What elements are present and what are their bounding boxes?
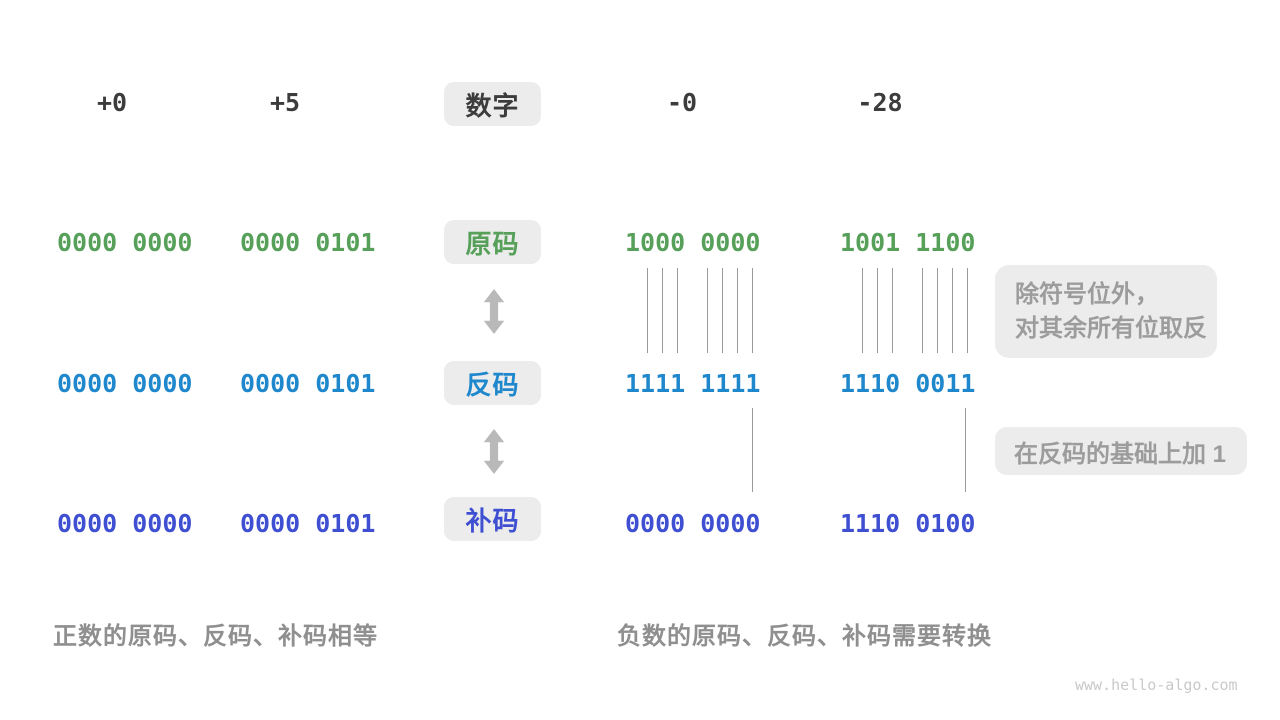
label-twos-complement: 补码 bbox=[444, 497, 541, 541]
sign-magnitude-of-plus-5: 0000 0101 bbox=[240, 228, 376, 257]
bit-connector-line bbox=[662, 268, 663, 353]
lsb-connector-line bbox=[752, 408, 753, 492]
ones-complement-of-plus-5: 0000 0101 bbox=[240, 369, 376, 398]
decimal-value-minus-28: -28 bbox=[857, 88, 903, 117]
positive-numbers-caption: 正数的原码、反码、补码相等 bbox=[53, 623, 378, 650]
decimal-value-plus-5: +5 bbox=[269, 88, 301, 117]
bit-connector-line bbox=[877, 268, 878, 353]
twos-complement-of-minus-0: 0000 0000 bbox=[625, 509, 761, 538]
twos-complement-of-plus-5: 0000 0101 bbox=[240, 509, 376, 538]
lsb-connector-line bbox=[965, 408, 966, 492]
negative-numbers-caption: 负数的原码、反码、补码需要转换 bbox=[617, 623, 992, 650]
bit-connector-line bbox=[952, 268, 953, 353]
bit-connector-line bbox=[862, 268, 863, 353]
twos-complement-of-minus-28: 1110 0100 bbox=[840, 509, 976, 538]
bit-connector-line bbox=[707, 268, 708, 353]
bit-connector-line bbox=[892, 268, 893, 353]
bit-connector-line bbox=[677, 268, 678, 353]
sign-magnitude-of-minus-28: 1001 1100 bbox=[840, 228, 976, 257]
label-ones-complement: 反码 bbox=[444, 361, 541, 405]
bit-connector-line bbox=[647, 268, 648, 353]
label-sign-magnitude: 原码 bbox=[444, 220, 541, 264]
twos-complement-of-plus-0: 0000 0000 bbox=[57, 509, 193, 538]
invert-bits-annotation-line2: 对其余所有位取反 bbox=[1015, 314, 1207, 342]
invert-bits-annotation-line1: 除符号位外， bbox=[1015, 280, 1159, 308]
add-one-annotation: 在反码的基础上加 1 bbox=[995, 427, 1247, 475]
bit-connector-line bbox=[937, 268, 938, 353]
bit-connector-line bbox=[752, 268, 753, 353]
double-arrow-icon bbox=[483, 289, 505, 334]
watermark: www.hello-algo.com bbox=[1075, 676, 1238, 694]
double-arrow-icon bbox=[483, 429, 505, 474]
sign-magnitude-of-plus-0: 0000 0000 bbox=[57, 228, 193, 257]
invert-bits-annotation: 除符号位外， 对其余所有位取反 bbox=[995, 265, 1217, 358]
decimal-value-plus-0: +0 bbox=[96, 88, 128, 117]
decimal-value-minus-0: -0 bbox=[666, 88, 698, 117]
bit-connector-line bbox=[967, 268, 968, 353]
bit-connector-line bbox=[737, 268, 738, 353]
ones-complement-of-plus-0: 0000 0000 bbox=[57, 369, 193, 398]
bit-connector-line bbox=[722, 268, 723, 353]
sign-magnitude-of-minus-0: 1000 0000 bbox=[625, 228, 761, 257]
ones-complement-of-minus-0: 1111 1111 bbox=[625, 369, 761, 398]
label-number: 数字 bbox=[444, 82, 541, 126]
bit-connector-line bbox=[922, 268, 923, 353]
ones-complement-of-minus-28: 1110 0011 bbox=[840, 369, 976, 398]
